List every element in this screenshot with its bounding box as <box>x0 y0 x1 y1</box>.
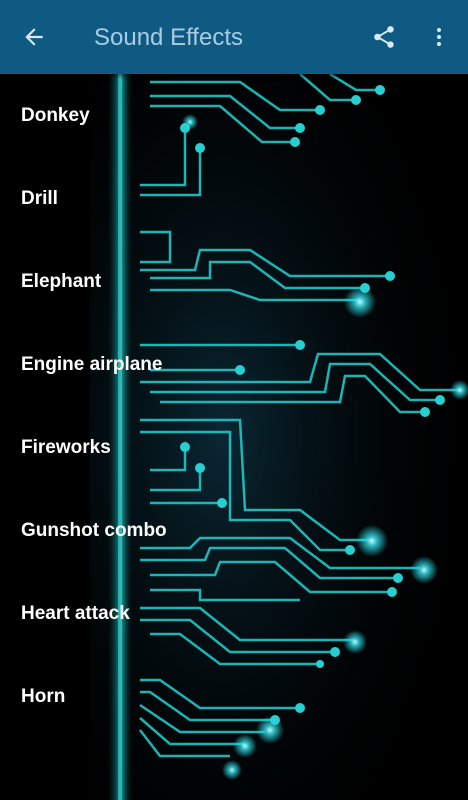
back-button[interactable] <box>14 17 54 57</box>
more-vert-icon <box>437 28 441 46</box>
sound-item-horn[interactable]: Horn <box>0 655 468 738</box>
sound-item-label: Fireworks <box>21 436 111 458</box>
sound-item-label: Gunshot combo <box>21 519 167 541</box>
sound-item-drill[interactable]: Drill <box>0 157 468 240</box>
sound-item-heart-attack[interactable]: Heart attack <box>0 572 468 655</box>
share-button[interactable] <box>364 17 404 57</box>
sound-item-label: Donkey <box>21 104 90 126</box>
sound-item-fireworks[interactable]: Fireworks <box>0 406 468 489</box>
sound-item-elephant[interactable]: Elephant <box>0 240 468 323</box>
sound-item-label: Heart attack <box>21 602 130 624</box>
sound-item-donkey[interactable]: Donkey <box>0 74 468 157</box>
share-icon <box>374 26 394 48</box>
sound-item-label: Engine airplane <box>21 353 163 375</box>
sound-list: Donkey Drill Elephant Engine airplane Fi… <box>0 74 468 738</box>
circuit-background <box>0 74 468 800</box>
page-title: Sound Effects <box>94 24 243 51</box>
sound-item-label: Elephant <box>21 270 102 292</box>
more-options-button[interactable] <box>420 17 458 57</box>
sound-item-label: Drill <box>21 187 58 209</box>
sound-item-gunshot-combo[interactable]: Gunshot combo <box>0 489 468 572</box>
app-toolbar: Sound Effects <box>0 0 468 74</box>
arrow-back-icon <box>25 28 43 46</box>
sound-item-engine-airplane[interactable]: Engine airplane <box>0 323 468 406</box>
sound-item-label: Horn <box>21 685 66 707</box>
